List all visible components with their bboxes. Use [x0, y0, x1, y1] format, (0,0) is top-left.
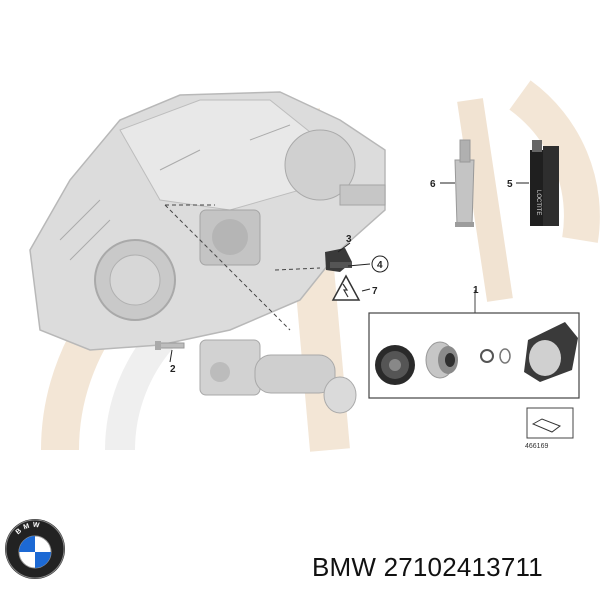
- callout-4: 4: [377, 260, 383, 271]
- bmw-logo: BMW: [5, 519, 65, 579]
- washer: [499, 348, 511, 364]
- diagram-code: 466169: [525, 443, 548, 450]
- callout-3: 3: [346, 234, 352, 245]
- callout-5: 5: [507, 179, 513, 190]
- electrical-warning-icon: [331, 274, 361, 301]
- leader-lines: [164, 204, 321, 331]
- transfer-case-housing: [29, 91, 386, 351]
- callout-1: 1: [473, 285, 479, 296]
- part-caption: BMW 27102413711: [312, 552, 543, 582]
- callout-leaders: [169, 182, 529, 363]
- sealant-tube: [454, 139, 475, 227]
- bearing: [425, 341, 458, 379]
- gear: [375, 345, 415, 385]
- callout-6: 6: [430, 179, 436, 190]
- o-ring: [480, 349, 494, 363]
- reference-icon: [531, 418, 562, 433]
- actuator-motor: [199, 339, 357, 414]
- callout-2: 2: [170, 364, 176, 375]
- callout-4-circle: [371, 255, 389, 273]
- adhesive-cartridge: LOCTITE: [530, 140, 559, 226]
- bolt: [155, 341, 185, 350]
- callout-7: 7: [372, 286, 378, 297]
- gasket-plate: [524, 322, 578, 382]
- sensor-bracket: [325, 248, 352, 272]
- cartridge-label: LOCTITE: [535, 190, 541, 215]
